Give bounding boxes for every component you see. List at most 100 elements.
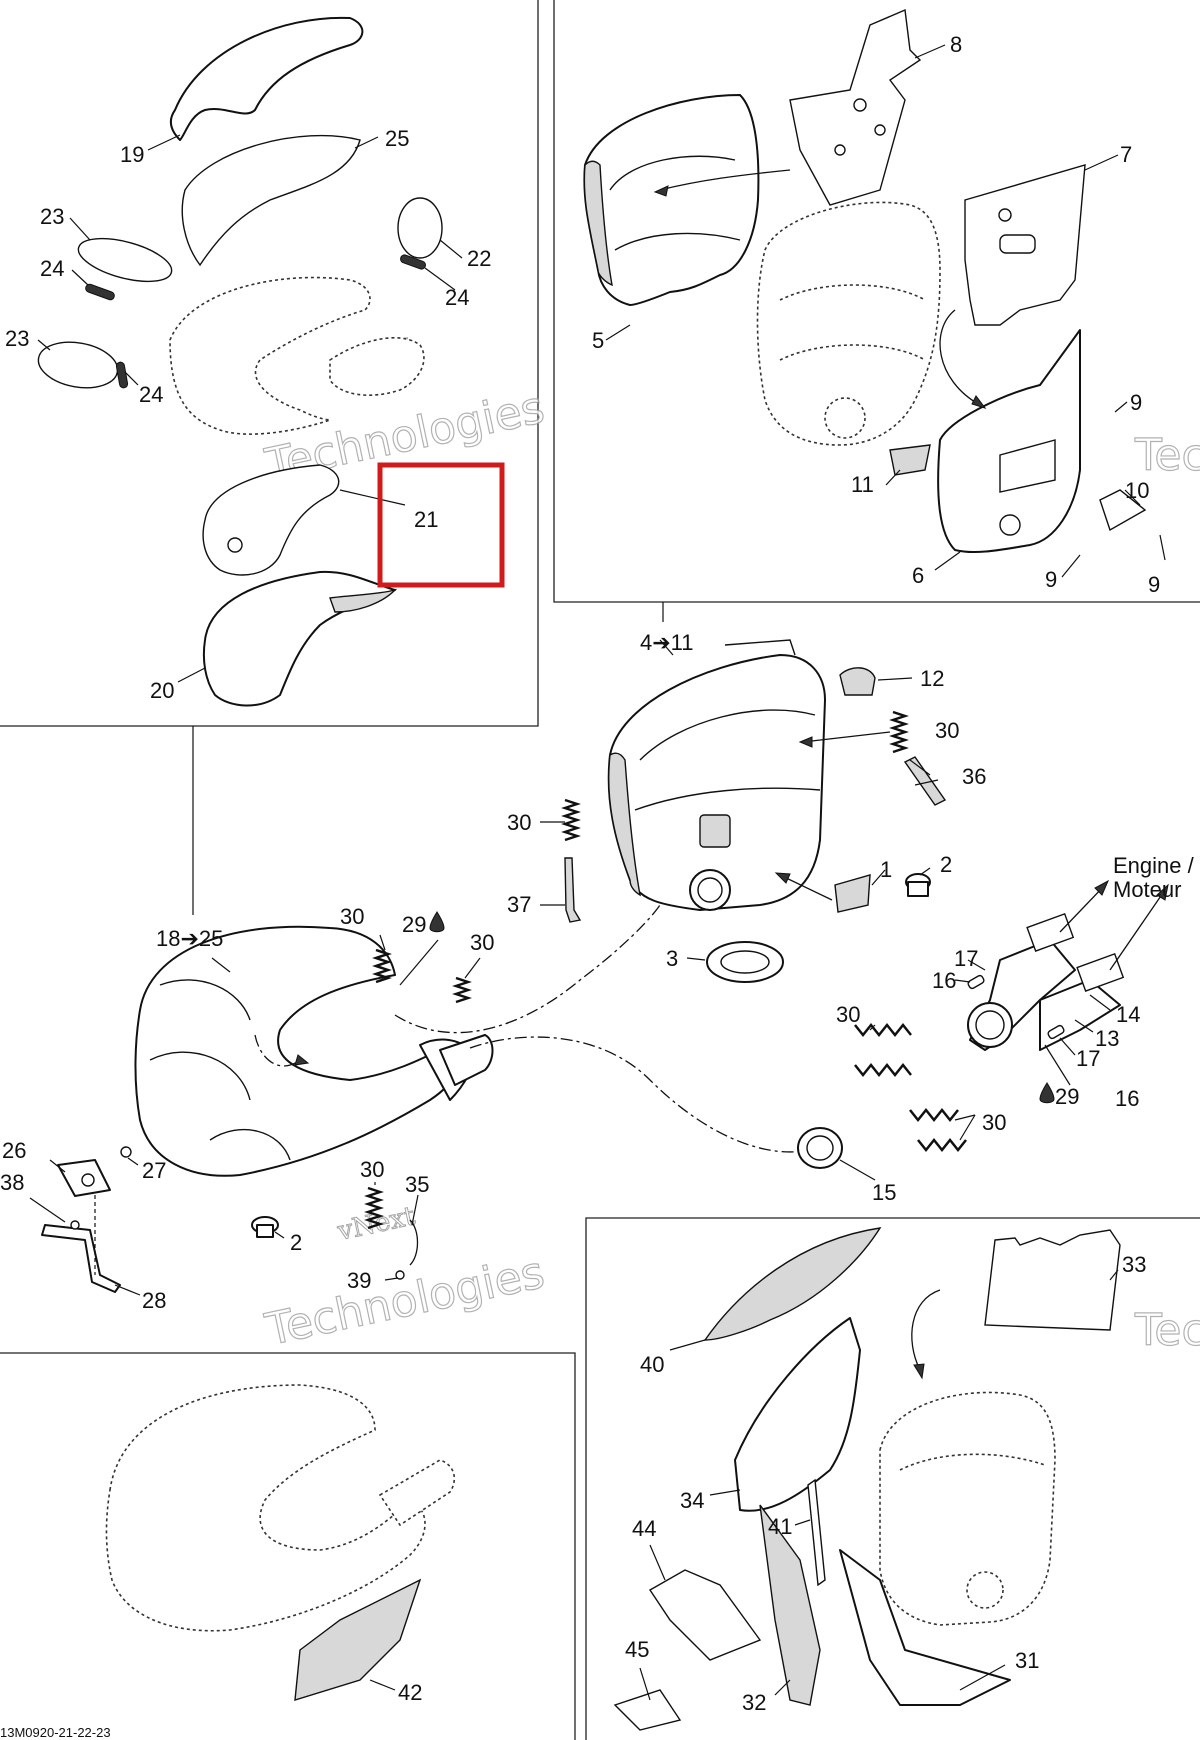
watermark-text-right-1: Technologies (1134, 430, 1200, 481)
oil-drop-icon (429, 911, 445, 933)
callout-6: 6 (912, 563, 924, 588)
shield-31 (839, 1549, 1011, 1706)
callout-18-to-25: 18➔25 (156, 926, 223, 951)
heat-shield-42 (294, 1578, 422, 1701)
callouts: 19 25 23 22 24 24 23 24 21 20 8 7 5 9 11… (0, 32, 1160, 1715)
frame-top-right (553, 0, 1200, 603)
callout-10: 10 (1125, 478, 1149, 503)
callout-16-b: 16 (1115, 1086, 1139, 1111)
pad-40 (703, 1227, 882, 1341)
heat-shield-19 (169, 16, 364, 141)
watermark-text-2b: Technologies (261, 1247, 549, 1356)
callout-27: 27 (142, 1158, 166, 1183)
leaders-top-left (37, 134, 463, 683)
callout-36: 36 (962, 764, 986, 789)
callout-9-bottom: 9 (1045, 567, 1057, 592)
callout-30-e: 30 (836, 1002, 860, 1027)
callout-30-c: 30 (340, 904, 364, 929)
callout-16-a: 16 (932, 968, 956, 993)
callout-25: 25 (385, 126, 409, 151)
callout-35: 35 (405, 1172, 429, 1197)
callout-17-b: 17 (1076, 1046, 1100, 1071)
callout-38: 38 (0, 1170, 24, 1195)
callout-30-d: 30 (470, 930, 494, 955)
callout-1: 1 (880, 857, 892, 882)
hanger-37 (564, 857, 582, 923)
springs-right (854, 1022, 967, 1153)
callout-30-f: 30 (982, 1110, 1006, 1135)
manifold-14 (967, 912, 1125, 1051)
callout-29-a: 29 (402, 912, 426, 937)
callout-30-b: 30 (507, 810, 531, 835)
heat-shield-25 (181, 134, 361, 267)
muffler-4 (607, 639, 826, 911)
callout-40: 40 (640, 1352, 664, 1377)
expansion-chamber-18 (134, 925, 494, 1177)
watermark-right: Technologies Technologies (1133, 429, 1200, 1356)
callout-42: 42 (398, 1680, 422, 1705)
callout-37: 37 (507, 892, 531, 917)
callout-24-left: 24 (40, 256, 64, 281)
frame-top-left (0, 0, 539, 727)
watermark-bottom: Technologies vNext (260, 1201, 549, 1357)
hanger-36 (903, 756, 947, 806)
arrow-muffler-to-6 (939, 309, 987, 409)
plug-2 (905, 873, 931, 897)
clamp-23-22-24 (37, 197, 443, 389)
callout-41: 41 (768, 1514, 792, 1539)
callout-44: 44 (632, 1516, 656, 1541)
strip-41 (807, 1478, 826, 1587)
pad-34 (734, 1317, 861, 1512)
engine-label-line1: Engine / (1113, 853, 1195, 878)
ring-15 (797, 1127, 843, 1169)
callout-20: 20 (150, 678, 174, 703)
callout-9-top: 9 (1130, 390, 1142, 415)
callout-29-b: 29 (1055, 1084, 1079, 1109)
bracket-11 (889, 444, 931, 476)
muffler-body-dashed (756, 201, 941, 446)
callout-23-mid: 23 (5, 326, 29, 351)
callout-39: 39 (347, 1268, 371, 1293)
springs-chamber (364, 948, 472, 1230)
heat-pad-7 (964, 164, 1086, 326)
callout-13: 13 (1095, 1026, 1119, 1051)
shield-32 (759, 1504, 821, 1706)
gasket-3 (706, 941, 784, 983)
muffler-cover-dashed (169, 276, 425, 435)
highlight-box-21 (377, 462, 505, 588)
chamber-dashed-bottom (105, 1384, 456, 1632)
watermark-text-right-2: Technologies (1134, 1305, 1200, 1356)
leader-42 (369, 1679, 396, 1691)
callout-8: 8 (950, 32, 962, 57)
heat-shield-21 (202, 464, 340, 576)
callout-34: 34 (680, 1488, 704, 1513)
callout-28: 28 (142, 1288, 166, 1313)
grommet-12 (839, 667, 876, 696)
leaders-right-mid (839, 959, 1111, 1181)
callout-2-a: 2 (940, 852, 952, 877)
callout-14: 14 (1116, 1002, 1140, 1027)
callout-3: 3 (666, 946, 678, 971)
callout-32: 32 (742, 1690, 766, 1715)
pad-45 (613, 1689, 682, 1731)
leaders-bottom-right (639, 1269, 1119, 1701)
callout-26: 26 (2, 1138, 26, 1163)
callout-11: 11 (851, 472, 874, 497)
callout-30-g: 30 (360, 1157, 384, 1182)
pad-33 (984, 1229, 1121, 1331)
callout-4-to-11: 4➔11 (640, 630, 694, 655)
callout-7: 7 (1120, 142, 1132, 167)
callout-24-mid: 24 (139, 382, 163, 407)
callout-17-a: 17 (954, 946, 978, 971)
leaders-top-right (605, 44, 1166, 578)
arrows-engine (1059, 879, 1169, 971)
callout-2-b: 2 (290, 1230, 302, 1255)
callout-19: 19 (120, 142, 144, 167)
oil-drop-icon-2 (1039, 1082, 1055, 1104)
bolt-27 (120, 1146, 132, 1158)
frame-bottom-left (0, 1352, 576, 1740)
arrow-5-to-body (653, 169, 791, 197)
